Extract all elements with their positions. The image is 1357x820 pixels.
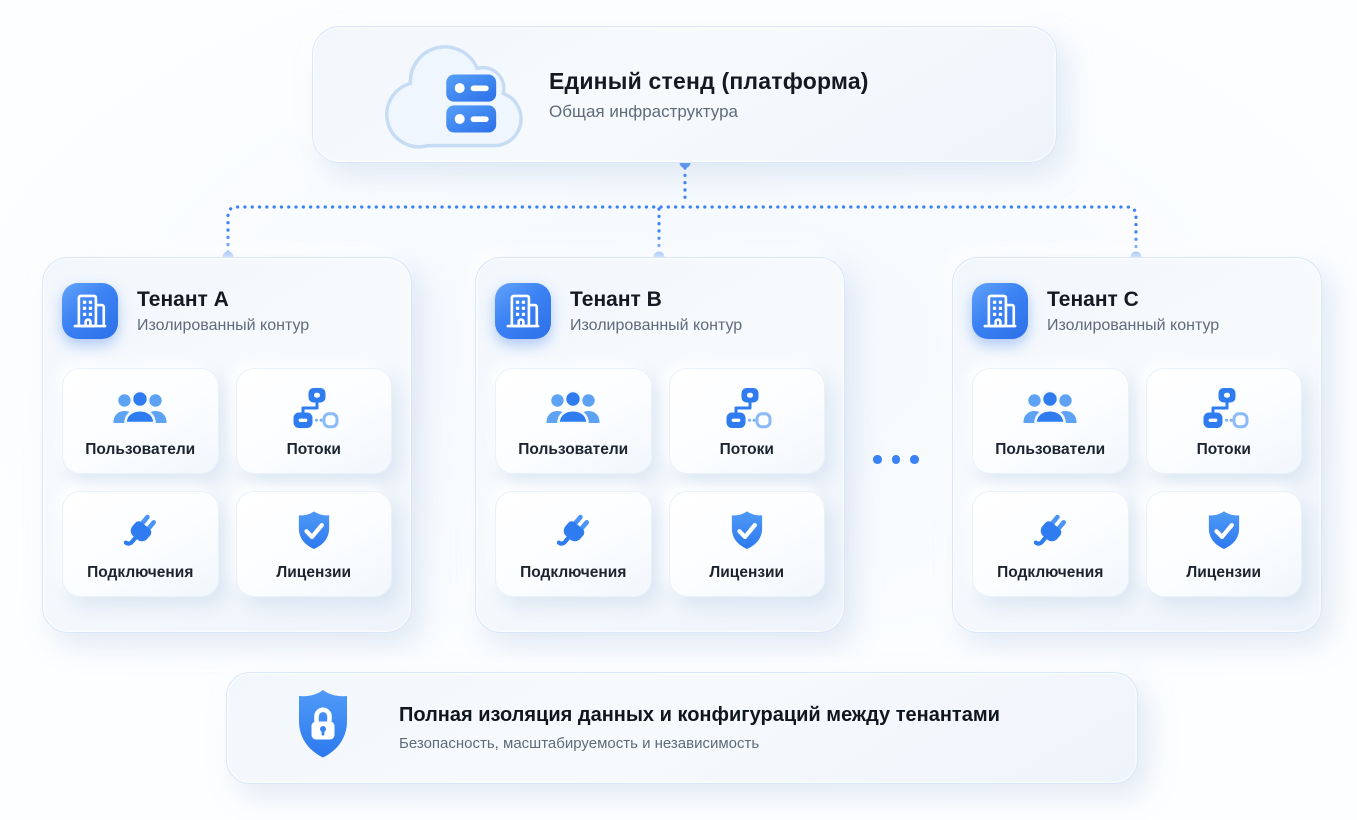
flow-icon bbox=[1199, 383, 1249, 435]
tenant-card-a: Тенант A Изолированный контур Пользовате… bbox=[42, 257, 412, 633]
module-label: Лицензии bbox=[276, 564, 352, 581]
module-users: Пользователи bbox=[62, 368, 219, 474]
shield-check-icon bbox=[725, 506, 769, 558]
building-icon bbox=[62, 283, 118, 339]
connector-bar bbox=[226, 205, 1138, 254]
module-label: Лицензии bbox=[1186, 564, 1262, 581]
tenant-name: Тенант A bbox=[137, 287, 229, 311]
shield-lock-icon bbox=[291, 688, 355, 769]
module-licenses: Лицензии bbox=[668, 491, 825, 597]
shield-check-icon bbox=[1202, 506, 1246, 558]
tenant-card-b: Тенант B Изолированный контур Пользовате… bbox=[475, 257, 845, 633]
ellipsis-dot bbox=[873, 455, 882, 464]
module-label: Пользователи bbox=[85, 441, 196, 458]
tenant-subtitle: Изолированный контур bbox=[570, 316, 743, 334]
plug-icon bbox=[116, 506, 164, 558]
module-connections: Подключения bbox=[62, 491, 219, 597]
module-label: Подключения bbox=[997, 564, 1104, 581]
module-label: Подключения bbox=[520, 564, 627, 581]
module-licenses: Лицензии bbox=[1145, 491, 1302, 597]
tenant-subtitle: Изолированный контур bbox=[137, 316, 310, 334]
users-icon bbox=[1021, 383, 1079, 435]
isolation-banner-title: Полная изоляция данных и конфигураций ме… bbox=[399, 704, 1000, 726]
tenant-subtitle: Изолированный контур bbox=[1047, 316, 1220, 334]
module-connections: Подключения bbox=[495, 491, 652, 597]
platform-title: Единый стенд (платформа) bbox=[549, 67, 869, 94]
users-icon bbox=[111, 383, 169, 435]
plug-icon bbox=[549, 506, 597, 558]
plug-icon bbox=[1026, 506, 1074, 558]
platform-card: Единый стенд (платформа) Общая инфрастру… bbox=[312, 26, 1057, 163]
module-connections: Подключения bbox=[972, 491, 1129, 597]
ellipsis-dot bbox=[891, 455, 900, 464]
shield-check-icon bbox=[292, 506, 336, 558]
module-label: Подключения bbox=[87, 564, 194, 581]
tenant-name: Тенант B bbox=[570, 287, 662, 311]
more-tenants-ellipsis bbox=[873, 455, 919, 464]
module-flows: Потоки bbox=[1145, 368, 1302, 474]
isolation-banner-subtitle: Безопасность, масштабируемость и независ… bbox=[399, 735, 760, 752]
module-users: Пользователи bbox=[972, 368, 1129, 474]
building-icon bbox=[495, 283, 551, 339]
module-label: Лицензии bbox=[709, 564, 785, 581]
module-label: Потоки bbox=[286, 441, 341, 458]
module-users: Пользователи bbox=[495, 368, 652, 474]
cloud-server-icon bbox=[385, 29, 535, 160]
module-label: Пользователи bbox=[995, 441, 1106, 458]
tenant-card-c: Тенант C Изолированный контур Пользовате… bbox=[952, 257, 1322, 633]
users-icon bbox=[544, 383, 602, 435]
module-licenses: Лицензии bbox=[235, 491, 392, 597]
ellipsis-dot bbox=[910, 455, 919, 464]
building-icon bbox=[972, 283, 1028, 339]
flow-icon bbox=[289, 383, 339, 435]
module-label: Потоки bbox=[1196, 441, 1251, 458]
isolation-banner: Полная изоляция данных и конфигураций ме… bbox=[226, 672, 1138, 784]
module-flows: Потоки bbox=[235, 368, 392, 474]
tenant-name: Тенант C bbox=[1047, 287, 1139, 311]
module-label: Пользователи bbox=[518, 441, 629, 458]
module-label: Потоки bbox=[719, 441, 774, 458]
platform-subtitle: Общая инфраструктура bbox=[549, 101, 738, 121]
module-flows: Потоки bbox=[668, 368, 825, 474]
flow-icon bbox=[722, 383, 772, 435]
